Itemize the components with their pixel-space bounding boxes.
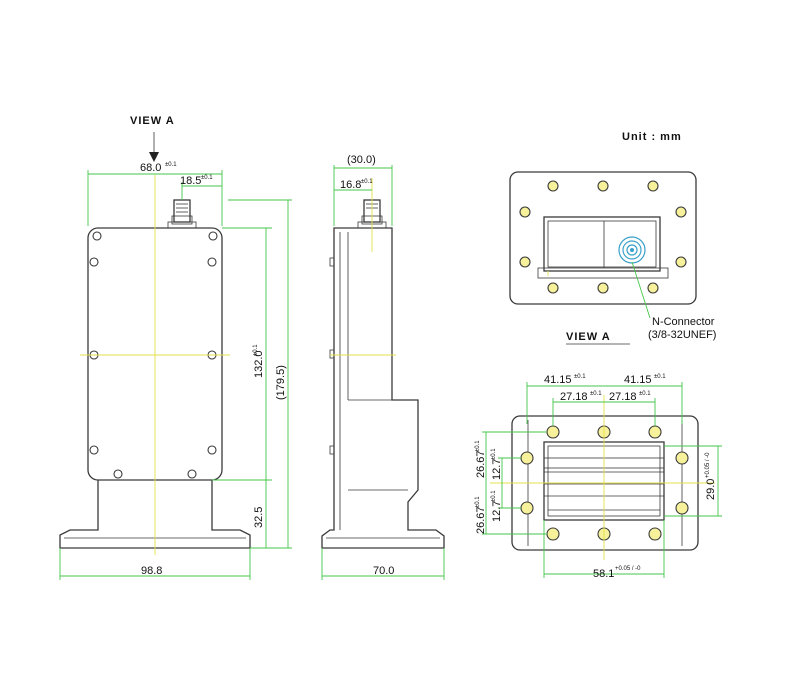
bolt-hole-icon xyxy=(597,282,609,294)
view-a: Unit : mm N-Connector (3/8-32UNEF) VIEW … xyxy=(509,131,716,345)
dim-flange-aperture-height: 29.0 xyxy=(705,479,717,500)
connector-label: N-Connector xyxy=(652,316,715,328)
dim-front-connector-offset: 18.5 xyxy=(180,175,201,187)
svg-text:±0.1: ±0.1 xyxy=(165,162,177,168)
bolt-hole-icon xyxy=(547,180,559,192)
side-view: (30.0) 16.8 ±0.1 70.0 xyxy=(321,154,445,580)
connector-spec: (3/8-32UNEF) xyxy=(648,329,716,341)
connector-leader-line xyxy=(631,261,651,319)
flange-hole-icon xyxy=(520,501,534,515)
bolt-hole-icon xyxy=(675,206,687,218)
svg-text:+0.05 / -0: +0.05 / -0 xyxy=(705,452,711,478)
svg-text:±0.1: ±0.1 xyxy=(574,374,586,380)
screw-icon xyxy=(207,257,217,267)
flange-hole-icon xyxy=(648,527,662,541)
flange-hole-icon xyxy=(675,451,689,465)
bolt-hole-icon xyxy=(519,206,531,218)
dim-flange-h-inner-left: 27.18 xyxy=(560,391,588,403)
view-a-flange xyxy=(509,171,697,305)
bolt-hole-icon xyxy=(519,256,531,268)
svg-text:±0.1: ±0.1 xyxy=(491,448,497,460)
flange-hole-icon xyxy=(546,425,560,439)
dim-flange-v-outer-top: 26.67 xyxy=(475,450,487,478)
bolt-hole-icon xyxy=(597,180,609,192)
bolt-hole-icon xyxy=(675,256,687,268)
view-a-title: VIEW A xyxy=(566,331,611,343)
screw-icon xyxy=(89,257,99,267)
dim-flange-h-inner-right: 27.18 xyxy=(609,391,637,403)
flange-hole-icon xyxy=(675,501,689,515)
flange-hole-icon xyxy=(648,425,662,439)
view-a-aperture xyxy=(543,216,661,272)
dim-side-base-width: 70.0 xyxy=(373,565,394,577)
dim-flange-v-inner-top: 12.7 xyxy=(491,459,503,480)
side-body xyxy=(321,227,445,549)
svg-text:±0.1: ±0.1 xyxy=(639,391,651,397)
front-view: VIEW A 68.0 ±0.1 xyxy=(59,115,292,580)
svg-text:±0.1: ±0.1 xyxy=(475,496,481,508)
dim-front-total-height: (179.5) xyxy=(275,365,287,400)
svg-text:±0.1: ±0.1 xyxy=(253,344,259,356)
flange-hole-icon xyxy=(520,451,534,465)
dim-front-width: 68.0 xyxy=(140,162,161,174)
screw-icon xyxy=(113,469,123,479)
front-connector xyxy=(173,199,191,223)
view-a-arrow-label: VIEW A xyxy=(130,115,175,127)
dim-flange-h-outer-left: 41.15 xyxy=(544,374,572,386)
unit-label: Unit : mm xyxy=(622,131,682,143)
screw-icon xyxy=(187,469,197,479)
screw-icon xyxy=(207,445,217,455)
screw-icon xyxy=(92,231,102,241)
dim-front-body-height: 132.0 xyxy=(253,350,265,378)
bolt-hole-icon xyxy=(547,282,559,294)
dim-flange-h-outer-right: 41.15 xyxy=(624,374,652,386)
dim-flange-v-inner-bottom: 12.7 xyxy=(491,501,503,522)
svg-text:±0.1: ±0.1 xyxy=(491,490,497,502)
dim-flange-aperture-width: 58.1 xyxy=(593,568,614,580)
dim-front-base-height: 32.5 xyxy=(253,507,265,528)
flange-view: 41.15 ±0.1 41.15 ±0.1 27.18 ±0.1 27.18 ±… xyxy=(475,374,722,580)
svg-text:±0.1: ±0.1 xyxy=(475,440,481,452)
svg-text:±0.1: ±0.1 xyxy=(361,179,373,185)
dim-side-connector-offset: 16.8 xyxy=(340,179,361,191)
view-a-arrow-head-icon xyxy=(149,152,159,162)
svg-text:+0.05 / -0: +0.05 / -0 xyxy=(615,566,641,572)
dim-flange-v-outer-bottom: 26.67 xyxy=(475,506,487,534)
svg-text:±0.1: ±0.1 xyxy=(590,391,602,397)
dim-side-depth: (30.0) xyxy=(347,154,376,166)
svg-text:±0.1: ±0.1 xyxy=(654,374,666,380)
svg-text:±0.1: ±0.1 xyxy=(201,175,213,181)
screw-icon xyxy=(208,231,218,241)
flange-hole-icon xyxy=(546,527,560,541)
bolt-hole-icon xyxy=(647,180,659,192)
dim-front-base-width: 98.8 xyxy=(141,565,162,577)
screw-icon xyxy=(89,445,99,455)
bolt-hole-icon xyxy=(647,282,659,294)
